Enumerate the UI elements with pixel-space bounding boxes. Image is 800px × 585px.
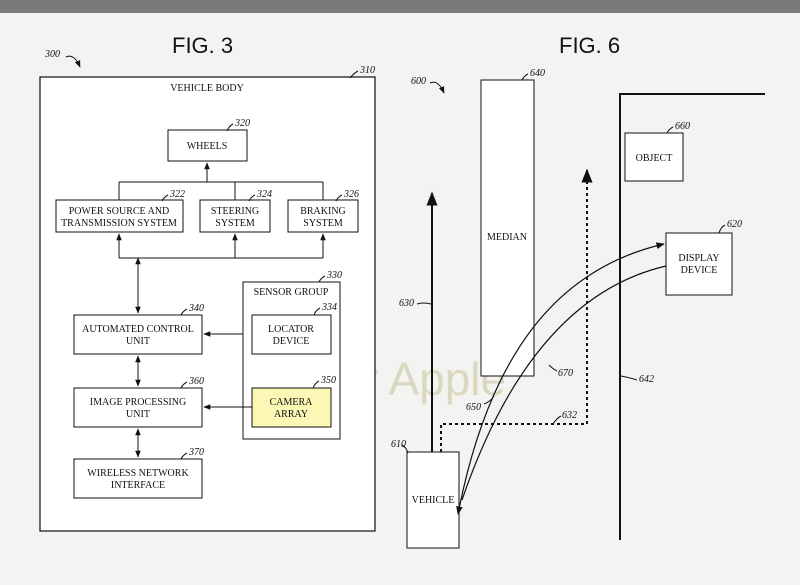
- power-leader: [161, 194, 169, 202]
- wheels-label: WHEELS: [187, 141, 228, 152]
- wireless-label-1: WIRELESS NETWORK: [87, 468, 189, 479]
- camera-label-2: ARRAY: [274, 409, 308, 420]
- image-proc-ref: 360: [188, 376, 204, 387]
- power-box: [55, 199, 184, 233]
- vehicle-box: [406, 451, 460, 549]
- power-label-1: POWER SOURCE AND: [69, 206, 170, 217]
- median-box: [480, 79, 535, 377]
- braking-ref: 326: [343, 189, 359, 200]
- object-label: OBJECT: [636, 153, 673, 164]
- camera-leader: [312, 380, 320, 389]
- power-label-2: TRANSMISSION SYSTEM: [61, 218, 177, 229]
- vehicle-body-ref: 310: [359, 65, 375, 76]
- vehicle-ref: 610: [391, 439, 406, 450]
- locator-leader: [313, 307, 321, 316]
- auto-control-label-2: UNIT: [126, 336, 150, 347]
- display-label-1: DISPLAY: [678, 253, 719, 264]
- fig3-ref: 300: [44, 49, 60, 60]
- steering-leader: [248, 194, 256, 202]
- image-proc-box: [73, 387, 203, 428]
- display-ref: 620: [727, 219, 742, 230]
- median-leader: [521, 73, 529, 81]
- wireless-leader: [180, 452, 188, 460]
- fig6-title: FIG. 6: [559, 33, 620, 58]
- vehicle-label: VEHICLE: [412, 495, 455, 506]
- auto-control-box: [73, 314, 203, 355]
- wall-leader: [620, 375, 638, 381]
- display-device-box: [665, 232, 733, 296]
- locator-label-2: DEVICE: [273, 336, 310, 347]
- braking-label-1: BRAKING: [300, 206, 346, 217]
- display-leader: [718, 224, 726, 234]
- object-box: [624, 132, 684, 182]
- vehicle-body-leader: [349, 70, 359, 79]
- vehicle-leader: [401, 444, 409, 454]
- wheels-ref: 320: [234, 118, 250, 129]
- path-630-ref: 630: [399, 298, 414, 309]
- wireless-label-2: INTERFACE: [111, 480, 165, 491]
- auto-control-leader: [180, 308, 188, 316]
- fig3-ref-leader: [65, 55, 81, 68]
- braking-label-2: SYSTEM: [303, 218, 343, 229]
- auto-control-label-1: AUTOMATED CONTROL: [82, 324, 194, 335]
- image-proc-leader: [180, 381, 188, 389]
- path-630-leader: [416, 302, 432, 305]
- fig6-ref: 600: [411, 76, 426, 87]
- top-bar: [0, 0, 800, 13]
- fig6-ref-leader: [429, 81, 445, 94]
- camera-array-box: [251, 387, 332, 428]
- steering-label-1: STEERING: [211, 206, 259, 217]
- wall-ref: 642: [639, 374, 654, 385]
- image-proc-label-2: UNIT: [126, 409, 150, 420]
- path-632-leader: [552, 415, 562, 425]
- camera-label-1: CAMERA: [270, 397, 314, 408]
- sensor-group-label: SENSOR GROUP: [254, 287, 329, 298]
- power-ref: 322: [169, 189, 185, 200]
- steering-label-2: SYSTEM: [215, 218, 255, 229]
- auto-control-ref: 340: [188, 303, 204, 314]
- fig3-title: FIG. 3: [172, 33, 233, 58]
- fig3: FIG. 3 300 VEHICLE BODY 310 WHEELS 320 P…: [39, 33, 376, 532]
- steering-ref: 324: [256, 189, 272, 200]
- locator-box: [251, 314, 332, 355]
- beam-670-ref: 670: [558, 368, 573, 379]
- wireless-box: [73, 458, 203, 499]
- median-ref: 640: [530, 68, 545, 79]
- wheels-leader: [226, 123, 234, 132]
- beam-650-leader: [483, 395, 495, 405]
- wheels-box: [167, 129, 248, 162]
- vehicle-body-label: VEHICLE BODY: [170, 83, 244, 94]
- locator-ref: 334: [321, 302, 337, 313]
- locator-label-1: LOCATOR: [268, 324, 314, 335]
- beam-670-leader: [548, 364, 558, 372]
- braking-leader: [335, 194, 343, 202]
- beam-650-ref: 650: [466, 402, 481, 413]
- median-label: MEDIAN: [487, 232, 527, 243]
- object-leader: [666, 126, 674, 134]
- fig6: FIG. 6 600 MEDIAN 640 642 OBJECT 660 DIS…: [391, 33, 765, 549]
- camera-ref: 350: [320, 375, 336, 386]
- wireless-ref: 370: [188, 447, 204, 458]
- path-632-ref: 632: [562, 410, 577, 421]
- braking-box: [287, 199, 359, 233]
- sensor-group-ref: 330: [326, 270, 342, 281]
- image-proc-label-1: IMAGE PROCESSING: [90, 397, 186, 408]
- beam-650: [456, 242, 665, 515]
- sensor-group-leader: [318, 275, 326, 283]
- display-label-2: DEVICE: [681, 265, 718, 276]
- beam-670: [461, 265, 667, 501]
- object-ref: 660: [675, 121, 690, 132]
